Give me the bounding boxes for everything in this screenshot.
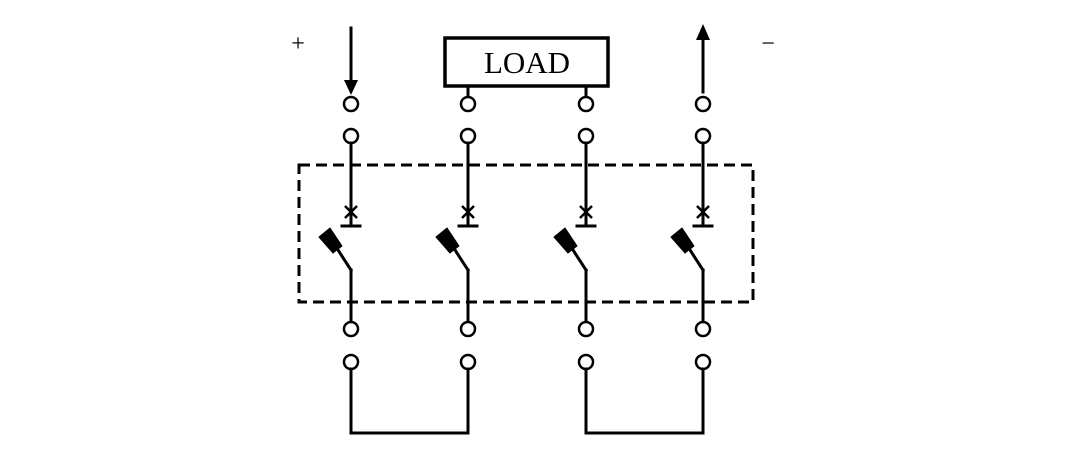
negative-terminal-sign: − — [761, 31, 775, 57]
breaker-pole-3 — [553, 95, 597, 371]
top-terminal — [459, 95, 477, 113]
bottom-terminal — [577, 353, 595, 371]
breaker-handle-2 — [435, 227, 460, 254]
line-terminal — [694, 127, 712, 145]
line-terminal — [342, 127, 360, 145]
bottom-terminal — [459, 353, 477, 371]
line-terminal — [577, 127, 595, 145]
breaker-handle-4 — [670, 227, 695, 254]
load-terminal — [577, 320, 595, 338]
positive-terminal-sign: + — [291, 31, 305, 57]
bottom-terminal — [342, 353, 360, 371]
load-terminal — [459, 320, 477, 338]
load-box — [443, 36, 610, 88]
series-link-pole-3-4 — [584, 367, 705, 435]
load-terminal — [694, 320, 712, 338]
load-block: LOAD — [443, 36, 610, 88]
breaker-handle-3 — [553, 227, 578, 254]
top-terminal — [694, 95, 712, 113]
breaker-enclosure — [297, 163, 755, 304]
top-terminal — [342, 95, 360, 113]
breaker-pole-4 — [670, 95, 714, 371]
breaker-pole-2 — [435, 95, 479, 371]
breaker-handle-1 — [318, 227, 343, 254]
series-link-pole-1-2 — [349, 367, 470, 435]
current-in-arrow — [344, 26, 358, 95]
line-terminal — [459, 127, 477, 145]
breaker-pole-1 — [318, 95, 362, 371]
load-terminal — [342, 320, 360, 338]
top-terminal — [577, 95, 595, 113]
bottom-terminal — [694, 353, 712, 371]
load-label: LOAD — [484, 45, 570, 80]
current-out-arrow — [696, 24, 710, 94]
